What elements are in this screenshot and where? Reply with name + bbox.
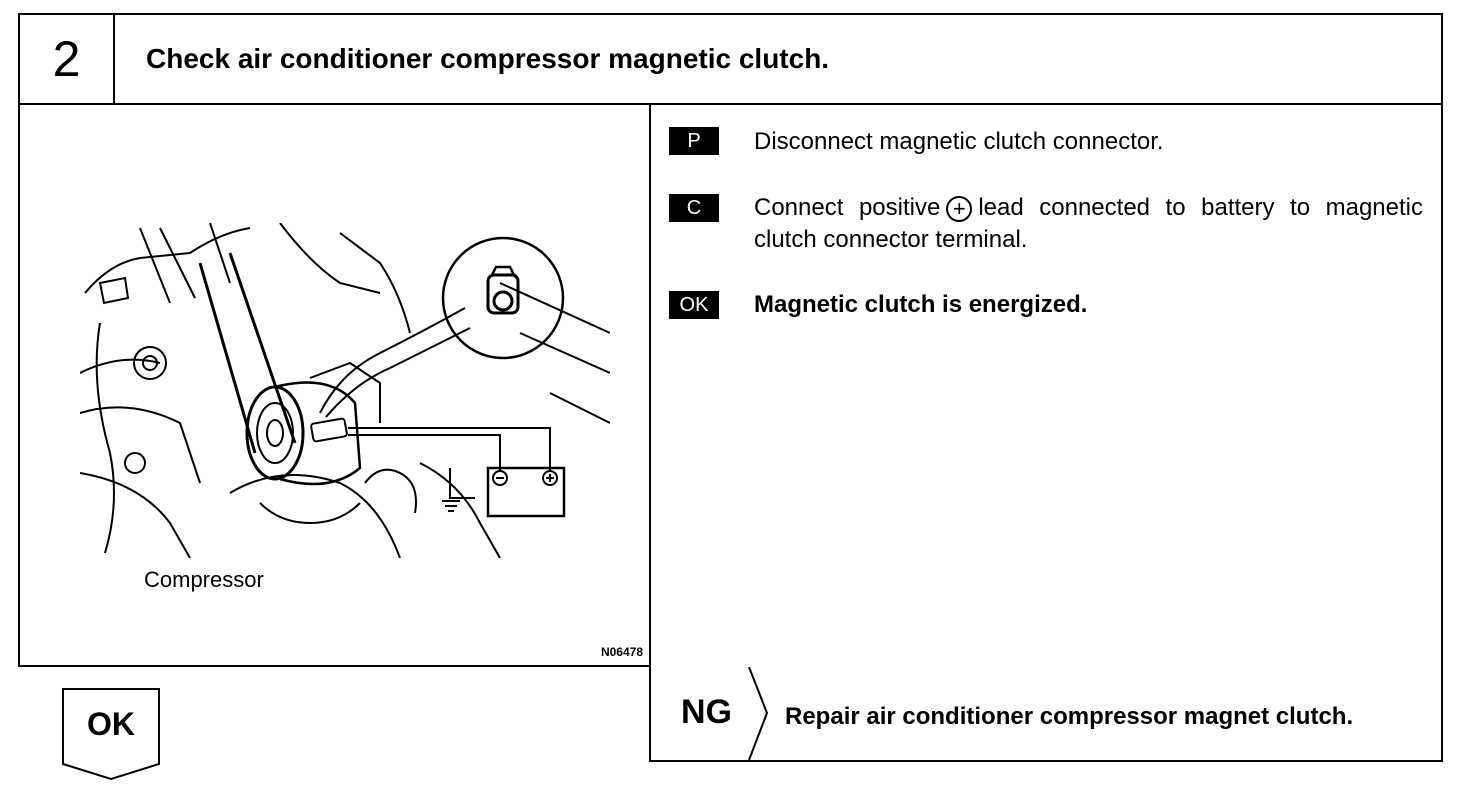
step-number: 2 [20,15,115,103]
ok-label: OK [87,706,135,742]
ng-action-text: Repair air conditioner compressor magnet… [785,703,1354,730]
check-text: Connect positive+lead connected to batte… [754,192,1423,256]
compressor-illustration [80,223,610,558]
ng-result-box: NG Repair air conditioner compressor mag… [649,667,1443,762]
ng-arrow-icon [748,667,769,760]
check-text-after: lead connected to battery to magnetic cl… [754,194,1423,253]
tag-ok: OK [669,291,719,319]
step-title: Check air conditioner compressor magneti… [146,43,830,74]
step-header: 2 Check air conditioner compressor magne… [18,13,1443,105]
illustration-caption: Compressor [144,567,264,592]
plus-icon: + [946,195,973,222]
ng-label: NG [681,693,732,731]
step-content: Compressor N06478 P Disconnect magnetic … [18,105,1443,667]
illustration-panel: Compressor N06478 [20,105,651,667]
ok-arrow-icon [62,688,160,781]
ok-criteria-text: Magnetic clutch is energized. [754,291,1088,318]
procedure-panel: P Disconnect magnetic clutch connector. … [651,105,1443,667]
tag-check: C [669,194,719,222]
prepare-text: Disconnect magnetic clutch connector. [754,128,1164,155]
tag-prepare: P [669,127,719,155]
check-text-before: Connect positive [754,194,941,221]
ok-result-box: OK [62,688,160,781]
figure-id: N06478 [600,645,643,659]
